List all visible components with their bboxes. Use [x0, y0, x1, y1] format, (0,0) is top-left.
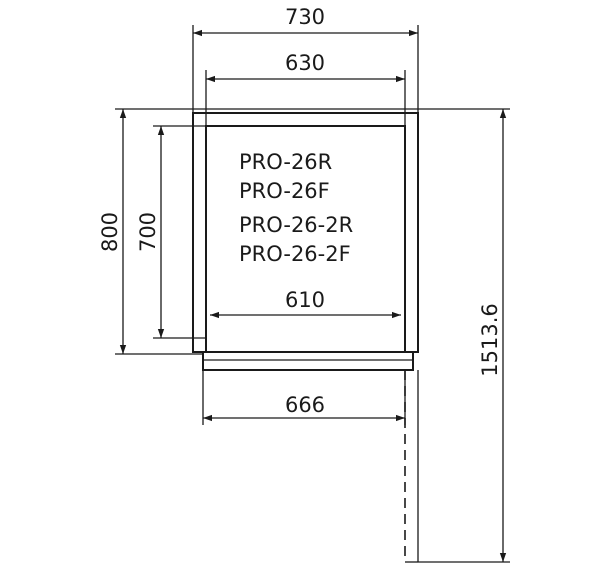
dimension-label-730: 730 [285, 5, 325, 29]
base-strip [202, 351, 414, 371]
dimension-630: 630 [205, 51, 406, 126]
model-label: PRO-26R [239, 150, 332, 174]
model-label: PRO-26-2F [239, 242, 351, 266]
dimension-label-1513-6: 1513.6 [478, 303, 502, 376]
dimension-label-800: 800 [98, 212, 122, 252]
dimension-label-666: 666 [285, 393, 325, 417]
model-list: PRO-26R PRO-26F PRO-26-2R PRO-26-2F [239, 150, 353, 266]
model-label: PRO-26-2R [239, 213, 353, 237]
open-door-outline [404, 370, 419, 563]
dimension-label-630: 630 [285, 51, 325, 75]
dimension-1513-6: 1513.6 [418, 109, 510, 563]
dimension-800: 800 [98, 108, 510, 355]
dimension-label-700: 700 [136, 212, 160, 252]
dimension-700: 700 [136, 125, 206, 339]
dimension-610: 610 [210, 288, 401, 319]
dimension-730: 730 [192, 5, 419, 113]
dimension-666: 666 [202, 370, 406, 425]
dimension-label-610: 610 [285, 288, 325, 312]
model-label: PRO-26F [239, 179, 330, 203]
